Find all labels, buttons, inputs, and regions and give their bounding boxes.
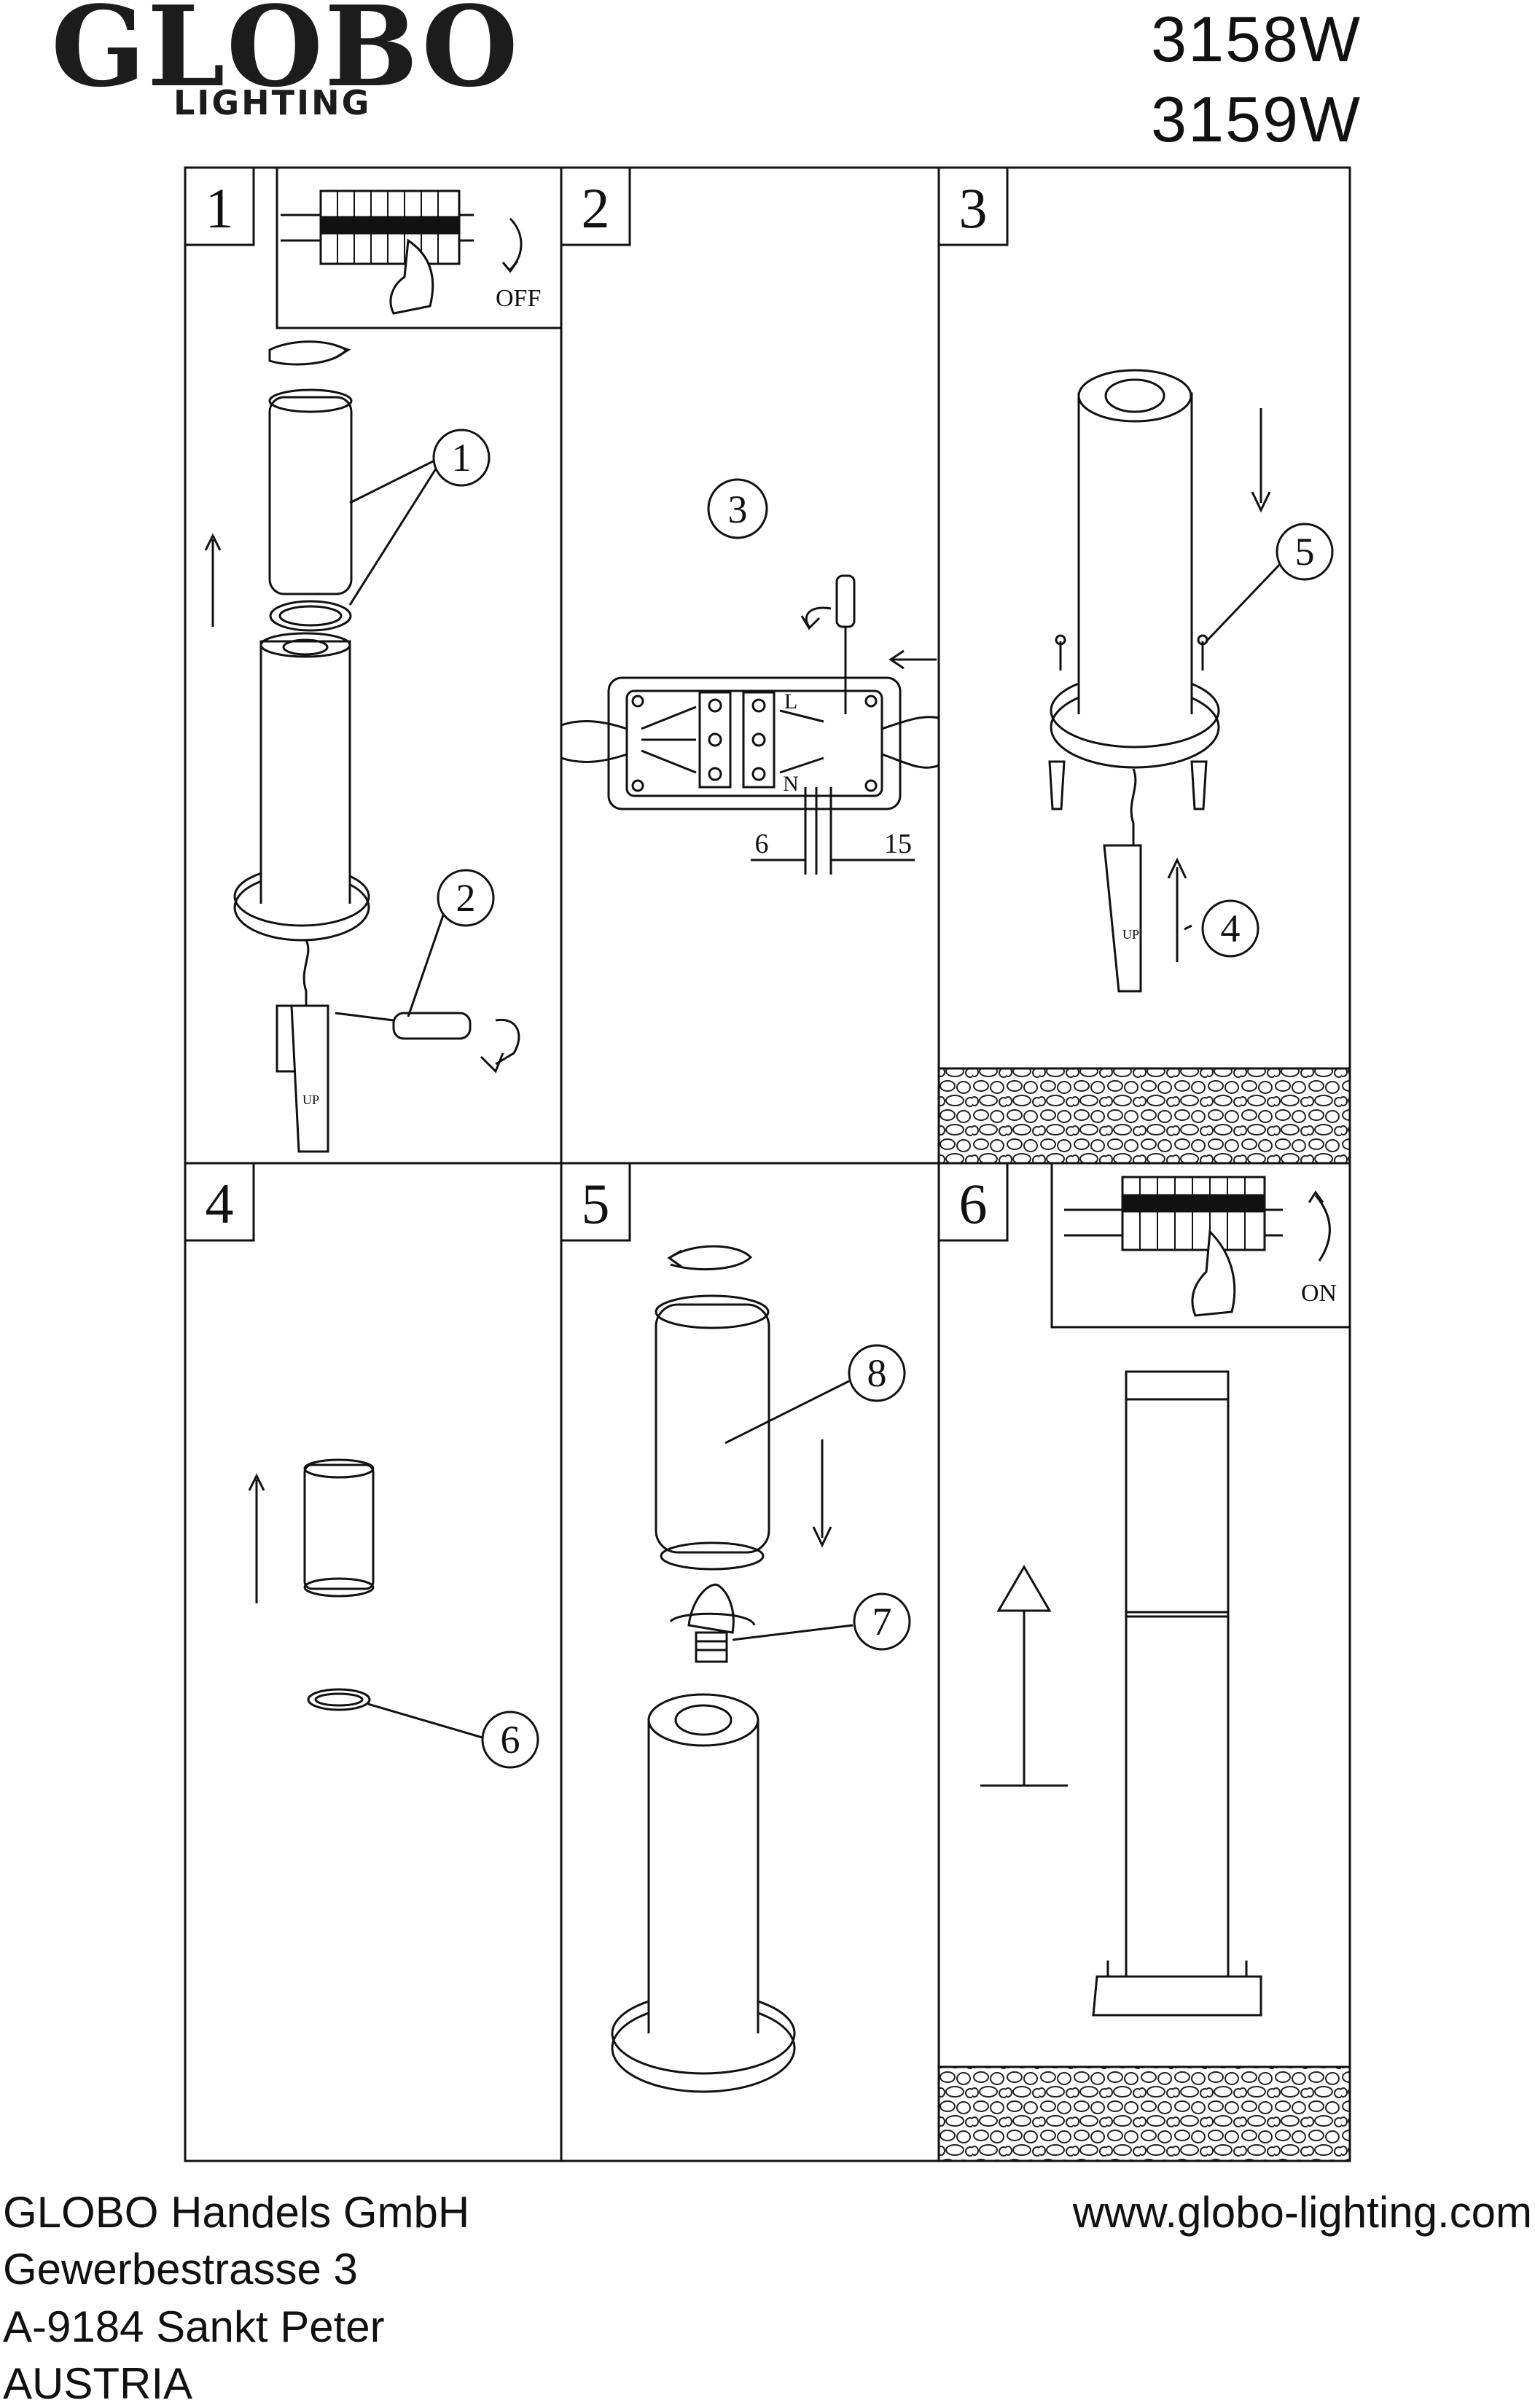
step1-breaker-off: OFF bbox=[276, 166, 563, 329]
step-number-5: 5 bbox=[582, 1172, 610, 1235]
model-number-1: 3158W bbox=[1151, 3, 1362, 75]
up-tag-3: UP bbox=[1122, 927, 1139, 942]
step-number-2: 2 bbox=[582, 176, 610, 240]
step6-breaker-on: ON bbox=[1050, 1162, 1351, 1329]
on-label: ON bbox=[1301, 1280, 1337, 1307]
step1-lamp: UP bbox=[204, 340, 520, 1153]
off-label: OFF bbox=[496, 285, 541, 312]
footer-street: Gewerbestrasse 3 bbox=[3, 2245, 358, 2294]
step-number-1: 1 bbox=[206, 176, 234, 240]
logo-wordmark: GLOBO bbox=[51, 0, 520, 112]
dimension-strip: 6 bbox=[755, 829, 769, 859]
model-number-2: 3159W bbox=[1151, 83, 1362, 155]
callout-3: 3 bbox=[728, 488, 748, 531]
callouts-step1 bbox=[432, 429, 495, 927]
footer-company: GLOBO Handels GmbH bbox=[3, 2188, 470, 2237]
step5-bulb-diffuser bbox=[611, 1245, 854, 2093]
footer-website: www.globo-lighting.com bbox=[1072, 2188, 1532, 2237]
up-tag-1: UP bbox=[302, 1092, 319, 1107]
terminal-label-neutral: N bbox=[783, 772, 799, 796]
step2-terminal-block bbox=[561, 478, 940, 875]
step-box-5 bbox=[560, 1162, 631, 1242]
callout-5: 5 bbox=[1295, 530, 1315, 574]
ground-gravel-step3 bbox=[937, 1067, 1351, 1165]
footer-city: A-9184 Sankt Peter bbox=[3, 2302, 385, 2351]
terminal-label-live: L bbox=[784, 689, 797, 714]
callout-7: 7 bbox=[872, 1600, 892, 1643]
step-box-4 bbox=[184, 1162, 255, 1242]
logo-subtitle: LIGHTING bbox=[173, 83, 372, 122]
callout-4: 4 bbox=[1221, 907, 1241, 950]
callout-2: 2 bbox=[456, 876, 476, 920]
step-box-3 bbox=[937, 166, 1009, 246]
dimension-sheath: 15 bbox=[884, 829, 912, 859]
callout-1: 1 bbox=[452, 436, 472, 480]
step3-lamp-mount: UP bbox=[1048, 369, 1284, 993]
step-number-6: 6 bbox=[959, 1172, 988, 1235]
step-number-3: 3 bbox=[959, 176, 988, 240]
step4-glass-insert bbox=[248, 1458, 485, 1740]
step-number-4: 4 bbox=[206, 1172, 234, 1235]
callout-8: 8 bbox=[867, 1351, 887, 1395]
callout-6: 6 bbox=[501, 1718, 520, 1762]
ground-gravel-step6 bbox=[937, 2065, 1351, 2162]
globo-logo: GLOBO LIGHTING bbox=[51, 0, 547, 124]
step6-installed-lamp bbox=[980, 1370, 1262, 2017]
footer-country: AUSTRIA bbox=[3, 2359, 193, 2408]
step-box-1 bbox=[184, 166, 255, 246]
